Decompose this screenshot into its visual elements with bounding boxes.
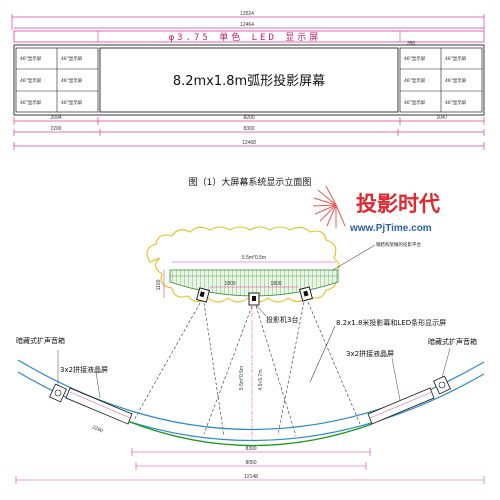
lcd-label: 46"显示屏 [20, 100, 42, 106]
wall-frame [13, 44, 485, 116]
right-speaker-icon [433, 375, 451, 395]
projector-icon [196, 287, 210, 303]
dim-8200: 8200 [243, 115, 254, 121]
elevation-view: 12524 12464 φ3.75 单色 LED 显示屏 350 46"显示屏 … [11, 11, 485, 150]
lcd-label: 46"显示屏 [404, 56, 426, 62]
speaker-right-label: 暗藏式扩声音箱 [428, 337, 477, 346]
plan-bottom-dims [15, 448, 485, 484]
dim-2200: 2200 [50, 126, 61, 132]
lcd-right-label: 3x2拼接液晶屏 [346, 349, 394, 358]
mid-dimensions [13, 117, 485, 150]
lcd-label: 46"显示屏 [445, 78, 467, 84]
screen-label: 8.2mx1.8m弧形投影屏幕 [173, 73, 325, 89]
lcd-label: 46"显示屏 [61, 100, 83, 106]
dim-8300: 8300 [243, 126, 254, 132]
throw-dim-a: 5.5m*0.5m [239, 366, 245, 390]
dim-2290: 2290 [91, 424, 104, 434]
projector-icon [248, 292, 260, 306]
projection-throws [133, 301, 361, 437]
lcd-label: 46"显示屏 [20, 78, 42, 84]
plan-view: 5.5m*0.5m 1100 1800 1800 钢结构架做的投影平台 投影机3… [15, 226, 485, 484]
dim-8300-plan: 8300 [245, 446, 256, 452]
lcd-label: 46"显示屏 [20, 56, 42, 62]
dim-350: 350 [407, 41, 416, 47]
watermark-brand: 投影时代 [356, 192, 440, 216]
screen-label-plan: 8.2x1.8米投影幕和LED条形显示屏 [336, 318, 446, 327]
left-speaker-icon [49, 383, 67, 403]
dim-2094: 2094 [50, 115, 61, 121]
dim-12464: 12464 [240, 22, 254, 28]
dim-12468: 12468 [242, 140, 256, 146]
dim-1800: 1800 [224, 281, 235, 287]
dim-1800: 1800 [270, 281, 281, 287]
platform-label: 钢结构架做的投影平台 [376, 241, 421, 248]
watermark-url: www.PjTime.com [349, 223, 432, 234]
projection-screen [99, 47, 399, 113]
platform-dim: 5.5m*0.5m [242, 255, 266, 261]
right-lcd-wall: 46"显示屏 46"显示屏 46"显示屏 46"显示屏 46"显示屏 46"显示… [399, 47, 483, 113]
curved-screen [129, 421, 373, 447]
lcd-label: 46"显示屏 [445, 100, 467, 106]
lcd-left-label: 3x2拼接液晶屏 [60, 365, 108, 374]
top-dimensions [11, 14, 485, 30]
throw-dim-b: 4.5+5.7m [258, 370, 264, 391]
lcd-label: 46"显示屏 [404, 78, 426, 84]
left-lcd-wall: 46"显示屏 46"显示屏 46"显示屏 46"显示屏 46"显示屏 46"显示… [15, 47, 99, 113]
lcd-label: 46"显示屏 [404, 100, 426, 106]
projector-icon [299, 286, 313, 302]
speaker-left-label: 暗藏式扩声音箱 [16, 336, 65, 345]
lcd-label: 46"显示屏 [61, 56, 83, 62]
led-label: φ3.75 单色 LED 显示屏 [169, 31, 322, 43]
projector-label: 投影机3台 [266, 315, 298, 324]
left-lcd-panel [65, 387, 133, 425]
dim-8050: 8050 [245, 460, 256, 466]
dim-12524: 12524 [240, 11, 254, 17]
lcd-label: 46"显示屏 [61, 78, 83, 84]
dim-1047: 1047 [436, 115, 447, 121]
led-strip [13, 30, 485, 43]
lcd-label: 46"显示屏 [445, 56, 467, 62]
right-lcd-panel [367, 387, 435, 425]
figure-caption: 图（1）大屏幕系统显示立面图 [189, 176, 312, 188]
watermark-logo: 投影时代 www.PjTime.com [312, 185, 440, 234]
dim-1100: 1100 [156, 279, 162, 290]
dim-12148: 12148 [244, 474, 258, 480]
